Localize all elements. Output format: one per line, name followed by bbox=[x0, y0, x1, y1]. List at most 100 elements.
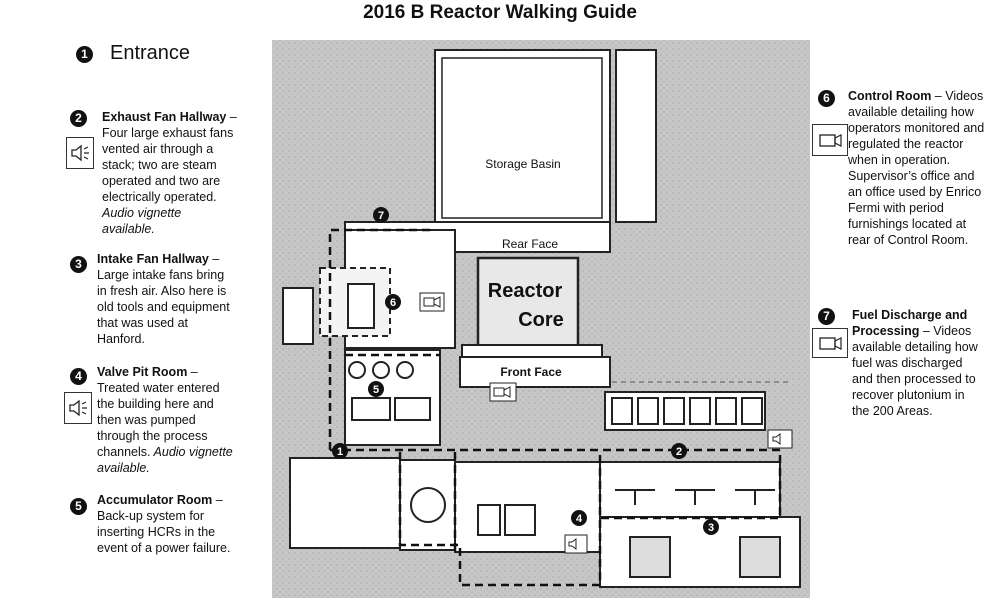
stop-4-line: then was pumped bbox=[97, 413, 196, 427]
map-marker-6-label: 6 bbox=[390, 297, 396, 309]
stop-7-line: fuel was discharged bbox=[852, 356, 963, 370]
map-camera-icon bbox=[419, 292, 445, 312]
stop-4-line: the building here and bbox=[97, 397, 214, 411]
map-marker-3 bbox=[703, 519, 719, 535]
stop-2-line: vented air through a bbox=[102, 142, 214, 156]
stop-7-marker: 7 bbox=[818, 308, 835, 325]
tour-route bbox=[328, 228, 782, 587]
stop-4-note: available. bbox=[97, 461, 150, 475]
stop-5-marker: 5 bbox=[70, 498, 87, 515]
stop-2-marker: 2 bbox=[70, 110, 87, 127]
stop-2-note: available. bbox=[102, 222, 155, 236]
map-marker-2 bbox=[671, 443, 687, 459]
map-marker-5 bbox=[368, 381, 384, 397]
stop-3-line: old tools and equipment bbox=[97, 300, 230, 314]
stop-5-line: Back-up system for bbox=[97, 509, 204, 523]
audio-vignette-button[interactable] bbox=[64, 392, 92, 424]
stop-4-line: channels. bbox=[97, 445, 151, 459]
stop-4-heading: Valve Pit Room bbox=[97, 365, 188, 379]
camera-icon bbox=[819, 134, 842, 147]
stop-4-description: Valve Pit Room – Treated water entered t… bbox=[97, 364, 267, 476]
stop-2-line: operated and two are bbox=[102, 174, 221, 188]
stop-6-marker: 6 bbox=[818, 90, 835, 107]
map-marker-7-label: 7 bbox=[378, 210, 384, 222]
map-markers: 1 2 3 4 5 6 7 bbox=[332, 207, 719, 535]
map-marker-3-label: 3 bbox=[708, 522, 714, 534]
stop-6-line: operators monitored and bbox=[848, 121, 985, 135]
reactor-core-label-2: Core bbox=[518, 309, 564, 331]
speaker-icon bbox=[71, 144, 89, 162]
stop-3-line: in fresh air. Also here is bbox=[97, 284, 227, 298]
map-marker-1-label: 1 bbox=[337, 446, 343, 458]
stop-3-heading: Intake Fan Hallway bbox=[97, 252, 209, 266]
stop-7-line: and then processed to bbox=[852, 372, 976, 386]
stop-7-line: the 200 Areas. bbox=[852, 404, 933, 418]
map-camera-icon bbox=[489, 382, 517, 402]
storage-basin-label: Storage Basin bbox=[485, 157, 560, 171]
stop-6-line: when in operation. bbox=[848, 153, 951, 167]
stop-6-line: rear of Control Room. bbox=[848, 233, 969, 247]
stop-3-marker: 3 bbox=[70, 256, 87, 273]
stop-3-description: Intake Fan Hallway – Large intake fans b… bbox=[97, 251, 267, 347]
speaker-icon bbox=[69, 399, 87, 417]
stop-4-dash: – bbox=[187, 365, 198, 379]
stop-3-line: Hanford. bbox=[97, 332, 145, 346]
map-marker-4 bbox=[571, 510, 587, 526]
stop-5-description: Accumulator Room – Back-up system for in… bbox=[97, 492, 267, 556]
entrance-marker: 1 bbox=[76, 46, 93, 63]
video-button[interactable] bbox=[812, 328, 848, 358]
stop-4-note: Audio vignette bbox=[150, 445, 233, 459]
stop-2-description: Exhaust Fan Hallway – Four large exhaust… bbox=[102, 109, 262, 237]
stop-4-line: Treated water entered bbox=[97, 381, 220, 395]
map-marker-7 bbox=[373, 207, 389, 223]
map-marker-6 bbox=[385, 294, 401, 310]
stop-2-heading: Exhaust Fan Hallway bbox=[102, 110, 227, 124]
stop-6-line: available detailing how bbox=[848, 105, 974, 119]
stop-2-dash: – bbox=[226, 110, 237, 124]
stop-5-line: event of a power failure. bbox=[97, 541, 231, 555]
intake-fan-walls bbox=[615, 489, 775, 505]
stop-6-line: Fermi with period bbox=[848, 201, 944, 215]
stop-6-heading: Control Room bbox=[848, 89, 932, 103]
stop-6-dash: – Videos bbox=[931, 89, 984, 103]
stop-2-line: Four large exhaust fans bbox=[102, 126, 234, 140]
stop-2-line: stack; two are steam bbox=[102, 158, 217, 172]
stop-7-line: recover plutonium in bbox=[852, 388, 965, 402]
stop-7-heading-2: Processing bbox=[852, 324, 920, 338]
stop-6-line: regulated the reactor bbox=[848, 137, 964, 151]
floor-plan-map: Storage Basin Rear Face Reactor Core Fro… bbox=[272, 40, 810, 598]
stop-2-note: Audio vignette bbox=[102, 206, 182, 220]
stop-4-marker: 4 bbox=[70, 368, 87, 385]
stop-6-line: furnishings located at bbox=[848, 217, 967, 231]
stop-7-description: Fuel Discharge and Processing – Videos a… bbox=[852, 307, 998, 419]
stop-4-line: through the process bbox=[97, 429, 208, 443]
stop-2-line: electrically operated. bbox=[102, 190, 217, 204]
camera-icon bbox=[819, 337, 842, 350]
map-marker-2-label: 2 bbox=[676, 446, 682, 458]
building-walls bbox=[282, 49, 801, 588]
floor-plan-svg: Storage Basin Rear Face Reactor Core Fro… bbox=[272, 40, 810, 598]
rear-face-label: Rear Face bbox=[502, 237, 558, 251]
stop-3-line: Large intake fans bring bbox=[97, 268, 225, 282]
video-button[interactable] bbox=[812, 124, 848, 156]
page-title: 2016 B Reactor Walking Guide bbox=[363, 2, 637, 23]
map-speaker-icon bbox=[564, 534, 588, 554]
stop-7-heading: Fuel Discharge and bbox=[852, 308, 968, 322]
front-face-label: Front Face bbox=[500, 365, 562, 379]
map-marker-4-label: 4 bbox=[576, 513, 583, 525]
stop-7-dash: – Videos bbox=[919, 324, 972, 338]
stop-6-line: Supervisor’s office and bbox=[848, 169, 975, 183]
map-marker-1 bbox=[332, 443, 348, 459]
stop-3-line: that was used at bbox=[97, 316, 189, 330]
map-speaker-icon bbox=[767, 429, 793, 449]
stop-6-line: an office used by Enrico bbox=[848, 185, 982, 199]
map-marker-5-label: 5 bbox=[373, 384, 379, 396]
entrance-label: Entrance bbox=[110, 42, 191, 64]
stop-7-line: available detailing how bbox=[852, 340, 978, 354]
stop-5-heading: Accumulator Room bbox=[97, 493, 213, 507]
audio-vignette-button[interactable] bbox=[66, 137, 94, 169]
stop-6-description: Control Room – Videos available detailin… bbox=[848, 88, 998, 248]
stop-5-line: inserting HCRs in the bbox=[97, 525, 216, 539]
stop-5-dash: – bbox=[212, 493, 223, 507]
stop-3-dash: – bbox=[208, 252, 220, 266]
